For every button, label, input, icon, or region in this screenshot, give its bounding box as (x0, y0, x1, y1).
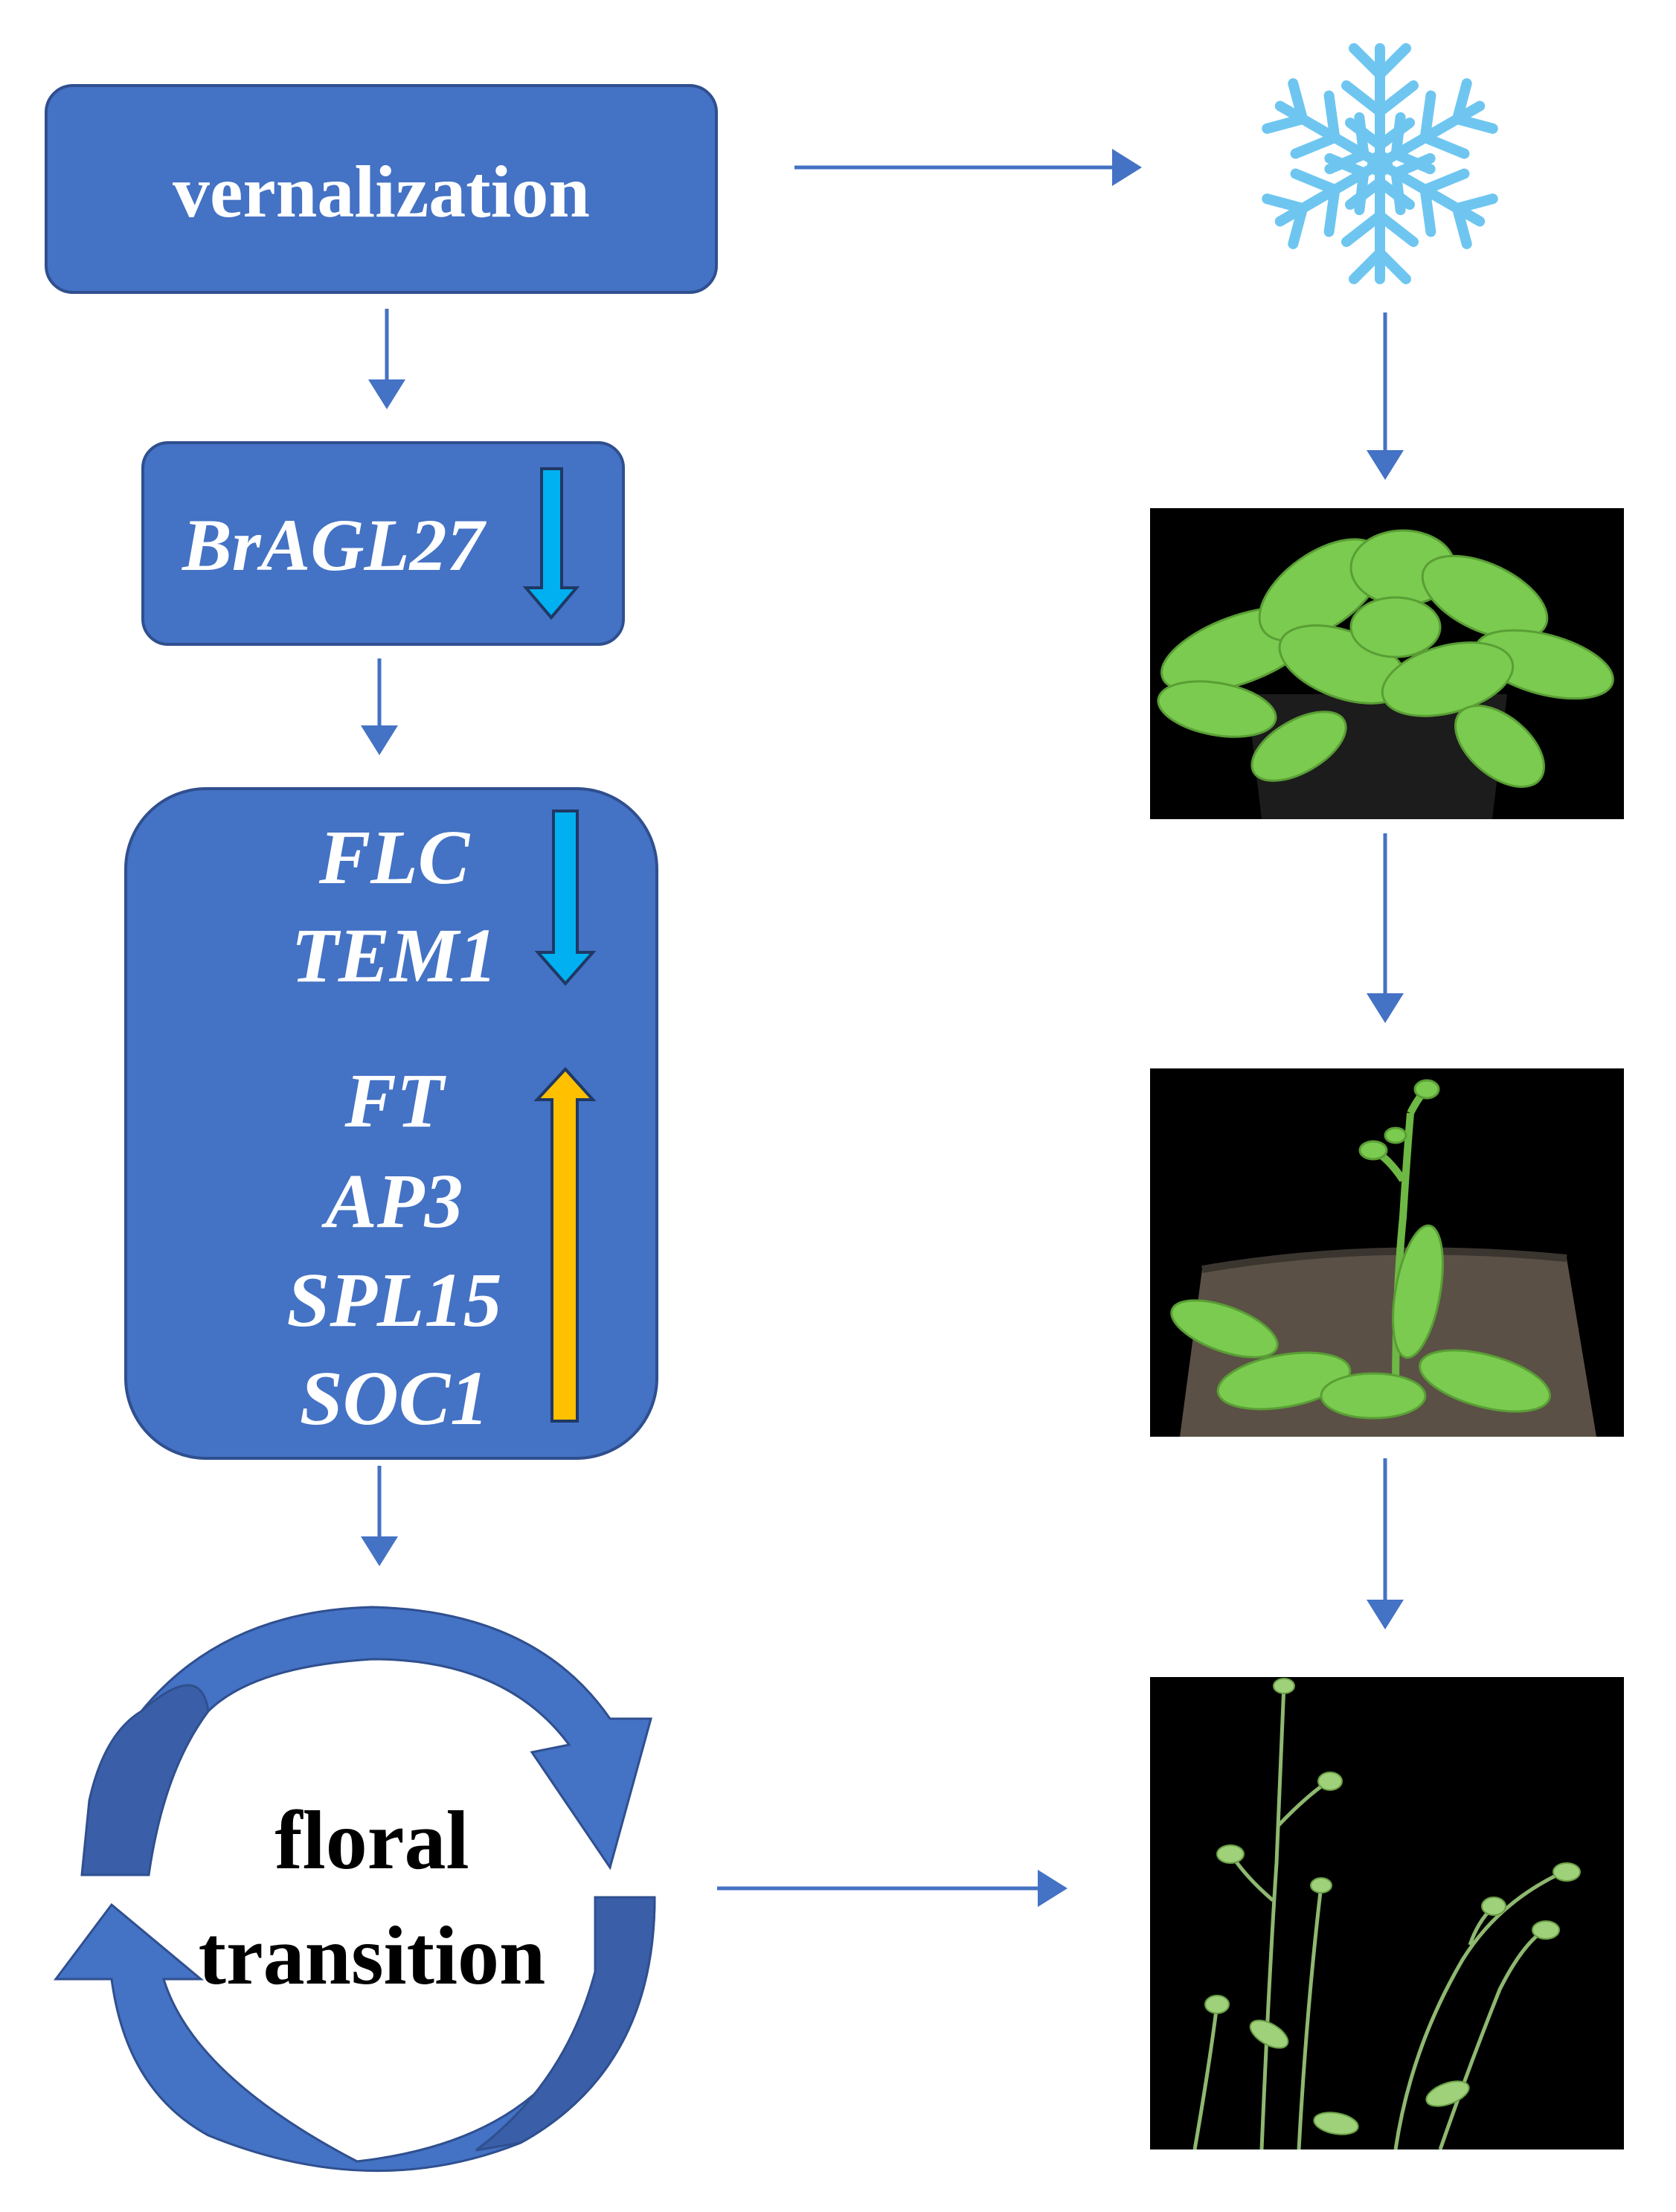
vernalization-label: vernalization (172, 150, 591, 233)
gene-soc1: SOC1 (299, 1356, 489, 1441)
cycle-arrow-right-shade (80, 1684, 210, 1876)
gene-spl15: SPL15 (286, 1257, 502, 1343)
floral-label: floral (274, 1795, 469, 1887)
gene-ft: FT (344, 1058, 444, 1144)
bragl27-down-arrow (522, 467, 580, 621)
bolting-plant-illustration (1170, 1079, 1596, 1437)
rosette-plant-illustration (1157, 529, 1614, 819)
flowering-plant-photo (1150, 1677, 1624, 2150)
rosette-plant-photo (1150, 508, 1624, 819)
bragl27-label: BrAGL27 (182, 504, 484, 586)
cycle-arrows (54, 1606, 656, 2173)
cycle-arrow-right (138, 1606, 652, 1870)
bolting-plant-photo (1150, 1068, 1624, 1437)
flowering-plant-illustration (1192, 1678, 1581, 2150)
snowflake-icon (1263, 43, 1496, 279)
gene-flc: FLC (318, 815, 470, 900)
transition-label: transition (198, 1910, 546, 2002)
gene-tem1: TEM1 (291, 913, 498, 998)
cycle-arrow-left-shade (475, 1896, 656, 2152)
flc-tem1-down-arrow (534, 810, 597, 987)
gene-ap3: AP3 (325, 1158, 463, 1244)
vernalization-box (45, 84, 718, 294)
up-genes-up-arrow (533, 1067, 597, 1423)
